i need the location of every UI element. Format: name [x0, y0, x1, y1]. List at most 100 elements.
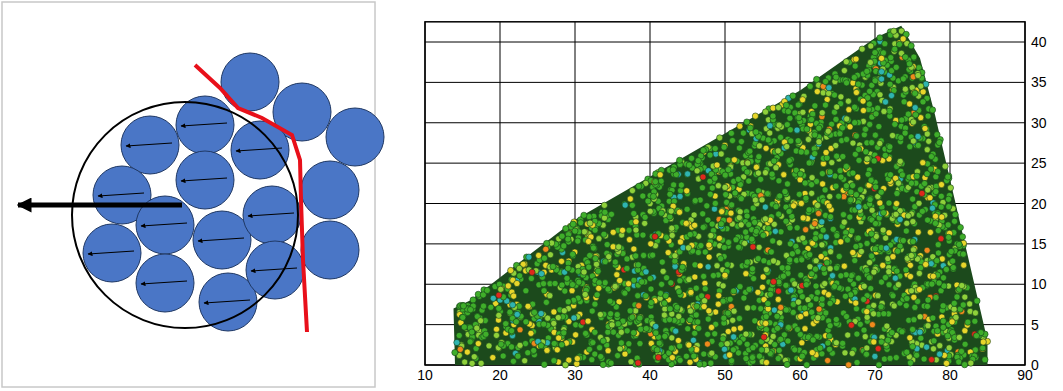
- particle: [820, 227, 826, 233]
- particle: [459, 314, 465, 320]
- particle: [714, 263, 720, 269]
- particle: [857, 187, 863, 193]
- particle: [910, 219, 916, 225]
- particle: [826, 292, 832, 298]
- particle: [899, 172, 905, 178]
- particle: [814, 202, 820, 208]
- particle: [910, 138, 916, 144]
- particle: [563, 226, 569, 232]
- particle: [891, 303, 897, 309]
- particle: [843, 136, 849, 142]
- particle: [846, 107, 852, 113]
- particle: [852, 63, 858, 69]
- particle: [798, 313, 804, 319]
- particle: [480, 303, 486, 309]
- particle: [852, 257, 858, 263]
- particle: [843, 59, 849, 65]
- particle: [514, 280, 520, 286]
- particle: [819, 351, 825, 357]
- particle: [868, 176, 874, 182]
- particle: [798, 272, 804, 278]
- velocity-arrow: [141, 281, 187, 284]
- particle: [493, 326, 499, 332]
- particle: [853, 89, 859, 95]
- failure-surface: [195, 65, 307, 332]
- particle: [729, 137, 735, 143]
- particle: [824, 96, 830, 102]
- particle: [510, 358, 516, 364]
- particle: [831, 92, 837, 98]
- particle: [753, 164, 759, 170]
- particle: [589, 339, 595, 345]
- particle: [853, 306, 859, 312]
- particle: [569, 288, 575, 294]
- particle: [525, 303, 531, 309]
- particle: [854, 331, 860, 337]
- particle: [701, 351, 707, 357]
- particle: [704, 341, 710, 347]
- particle: [586, 346, 592, 352]
- particle: [930, 346, 936, 352]
- particle: [854, 359, 860, 365]
- particle: [721, 315, 727, 321]
- velocity-arrow: [248, 213, 294, 216]
- particle: [585, 318, 591, 324]
- particle: [982, 357, 988, 363]
- particle: [846, 362, 852, 368]
- particle: [813, 296, 819, 302]
- particle: [677, 188, 683, 194]
- grain: [243, 186, 301, 244]
- particle: [692, 274, 698, 280]
- particle: [767, 130, 773, 136]
- particle: [806, 160, 812, 166]
- particle: [904, 349, 910, 355]
- particle: [650, 252, 656, 258]
- particle: [856, 157, 862, 163]
- particle: [741, 295, 747, 301]
- particle: [508, 267, 514, 273]
- particle: [900, 237, 906, 243]
- particle: [816, 139, 822, 145]
- particle: [951, 218, 957, 224]
- particle: [687, 359, 693, 365]
- particle: [587, 252, 593, 258]
- particle: [902, 54, 908, 60]
- particle: [722, 172, 728, 178]
- particle: [902, 86, 908, 92]
- particle: [818, 253, 824, 259]
- particle: [631, 210, 637, 216]
- particle: [789, 251, 795, 257]
- particle: [728, 202, 734, 208]
- particle: [938, 204, 944, 210]
- particle: [737, 284, 743, 290]
- particle: [536, 252, 542, 258]
- particle: [875, 105, 881, 111]
- particle: [737, 123, 743, 129]
- particle: [822, 102, 828, 108]
- particle: [454, 339, 460, 345]
- particle: [468, 338, 474, 344]
- particle: [775, 104, 781, 110]
- velocity-arrows: [88, 123, 297, 303]
- particle: [631, 246, 637, 252]
- particle: [719, 208, 725, 214]
- particle: [513, 319, 519, 325]
- particle: [746, 178, 752, 184]
- particle: [571, 315, 577, 321]
- particle: [691, 212, 697, 218]
- particle: [714, 162, 720, 168]
- particle: [736, 339, 742, 345]
- particle: [469, 360, 475, 366]
- particle: [872, 50, 878, 56]
- particle: [470, 297, 476, 303]
- grain: [246, 241, 304, 299]
- particle: [544, 347, 550, 353]
- particle: [946, 345, 952, 351]
- particle: [661, 269, 667, 275]
- particle: [838, 94, 844, 100]
- particle: [967, 301, 973, 307]
- particle: [709, 185, 715, 191]
- particle: [878, 76, 884, 82]
- particle: [787, 225, 793, 231]
- particle: [802, 180, 808, 186]
